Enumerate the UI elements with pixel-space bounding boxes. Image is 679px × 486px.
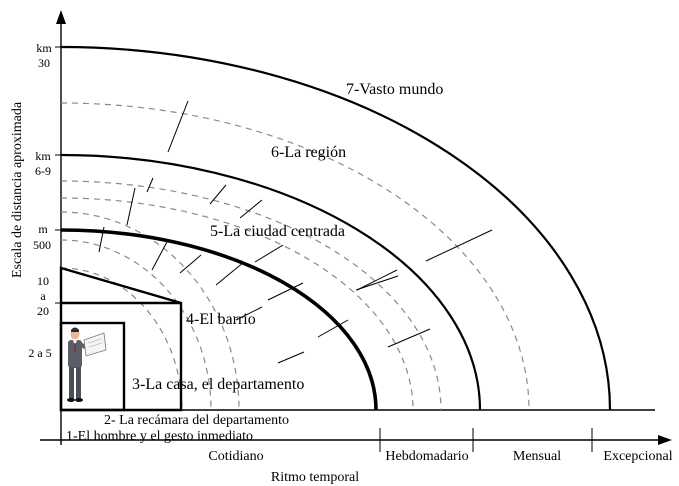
- arc-dashed-6: [60, 102, 530, 411]
- arc-zone-7: [60, 45, 612, 411]
- zone-3-label: 3-La casa, el departamento: [132, 376, 304, 393]
- man-with-paper-figure: [67, 327, 107, 402]
- radial-stroke: [387, 328, 431, 348]
- arc-dashed-2: [60, 239, 212, 411]
- radial-stroke: [151, 239, 169, 271]
- radial-stroke: [235, 306, 263, 321]
- arc-zone-5: [60, 228, 378, 411]
- radial-stroke: [425, 229, 493, 262]
- radial-stroke: [254, 244, 284, 263]
- y-tick-label-km-unit-2: km: [35, 149, 51, 163]
- x-axis-arrow: [658, 435, 672, 445]
- radial-stroke: [355, 275, 399, 291]
- x-tick-label-excepcional: Excepcional: [603, 449, 672, 464]
- y-tick-label-km-unit-1: km: [36, 41, 52, 55]
- x-tick-label-mensual: Mensual: [513, 449, 561, 464]
- radial-stroke: [126, 187, 136, 226]
- zone-6-label: 6-La región: [271, 144, 346, 161]
- y-axis-arrow: [56, 10, 66, 24]
- radial-stroke: [356, 269, 398, 291]
- zone-4-label: 4-El barrio: [186, 311, 256, 328]
- y-tick-label-6-9: 6-9: [35, 164, 51, 178]
- radial-stroke: [277, 351, 305, 364]
- zone-arcs: [60, 45, 612, 411]
- radial-stroke: [98, 226, 105, 253]
- arc-zone-6: [60, 153, 482, 411]
- y-tick-label-30: 30: [38, 56, 50, 70]
- radial-stroke: [239, 199, 263, 219]
- arc-dashed-1: [60, 267, 183, 411]
- radial-stroke: [146, 177, 154, 193]
- y-tick-label-m-unit: m: [38, 222, 48, 236]
- y-tick-label-20: 20: [37, 304, 49, 318]
- radial-stroke: [179, 254, 202, 274]
- zone-1-label: 1-El hombre y el gesto inmediato: [66, 429, 253, 444]
- zone-5-label: 5-La ciudad centrada: [210, 223, 345, 240]
- radial-stroke: [209, 184, 227, 205]
- y-tick-label-10: 10: [37, 274, 49, 288]
- x-axis-label: Ritmo temporal: [271, 470, 359, 485]
- x-tick-label-cotidiano: Cotidiano: [208, 449, 263, 464]
- zone-2-room: [59, 321, 126, 412]
- radial-stroke: [167, 100, 189, 153]
- radial-stroke: [215, 261, 245, 286]
- radial-strokes: [98, 100, 493, 364]
- zone-2-label: 2- La recámara del departamento: [104, 413, 289, 428]
- y-axis-label: Escala de distancia aproximada: [10, 101, 25, 278]
- radial-stroke: [317, 319, 349, 338]
- y-tick-label-2a5: 2 a 5: [28, 346, 51, 360]
- x-tick-label-hebdomadario: Hebdomadario: [385, 449, 468, 464]
- arc-dashed-4: [60, 197, 414, 411]
- y-tick-label-500: 500: [33, 238, 51, 252]
- zone-7-label: 7-Vasto mundo: [346, 81, 443, 98]
- y-tick-label-a: a: [40, 289, 46, 303]
- radial-stroke: [267, 282, 304, 301]
